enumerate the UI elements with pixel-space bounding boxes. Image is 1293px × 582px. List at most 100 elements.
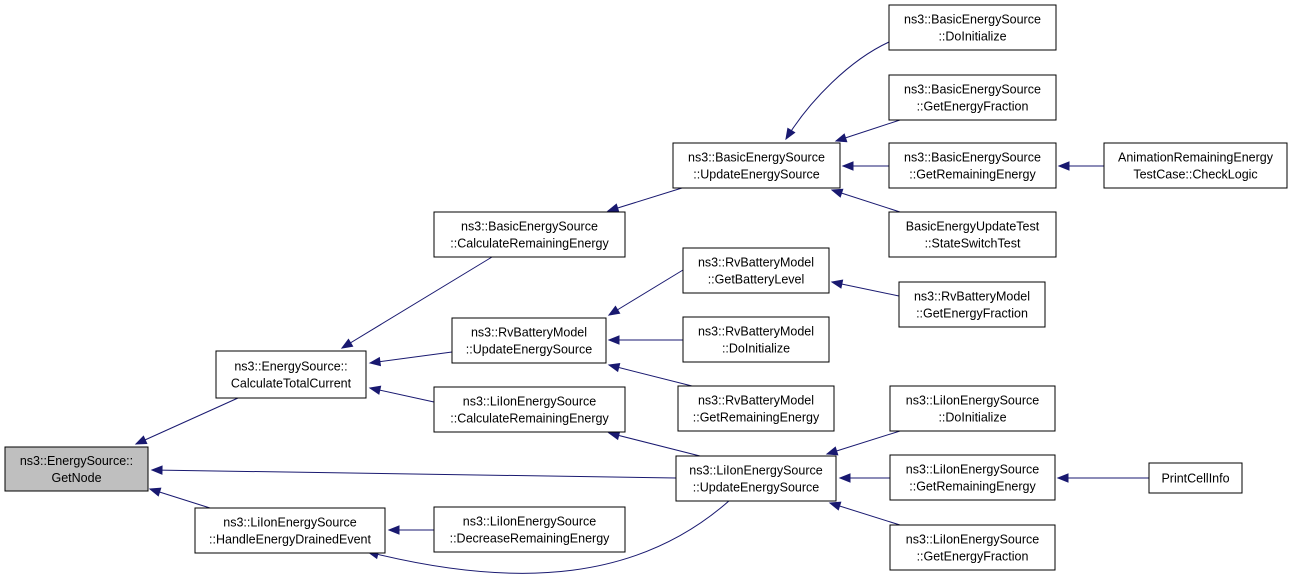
- node-liion_update[interactable]: ns3::LiIonEnergySource::UpdateEnergySour…: [675, 455, 837, 502]
- root-node-box[interactable]: [4, 446, 149, 492]
- node-basic_getrem[interactable]: ns3::BasicEnergySource::GetRemainingEner…: [888, 142, 1057, 189]
- edge-basic_getrem-to-basic_update: [841, 161, 889, 171]
- node-label-line: ::UpdateEnergySource: [693, 168, 820, 182]
- node-box[interactable]: [889, 454, 1056, 501]
- node-label-line: ::GetRemainingEnergy: [909, 480, 1036, 494]
- edge-rv_getbattery-to-rv_update: [607, 269, 684, 316]
- node-box[interactable]: [682, 247, 830, 294]
- node-box[interactable]: [682, 316, 830, 363]
- node-box[interactable]: [451, 317, 607, 364]
- node-box[interactable]: [677, 385, 835, 432]
- node-box[interactable]: [888, 4, 1057, 51]
- node-box[interactable]: [194, 507, 386, 554]
- node-getnode[interactable]: ns3::EnergySource::GetNode: [4, 446, 149, 492]
- node-rv_update[interactable]: ns3::RvBatteryModel::UpdateEnergySource: [451, 317, 607, 364]
- node-label-line: ns3::RvBatteryModel: [471, 326, 587, 340]
- edge-basic_update-to-basic_calcrem: [606, 187, 683, 213]
- node-label-line: ::DoInitialize: [938, 30, 1006, 44]
- node-box[interactable]: [1148, 462, 1243, 494]
- node-box[interactable]: [888, 211, 1057, 258]
- node-label-line: ::GetRemainingEnergy: [909, 168, 1036, 182]
- edge-basic_calcrem-to-calctotal: [340, 256, 493, 349]
- edge-liion_getfrac-to-liion_update: [828, 501, 901, 526]
- node-box[interactable]: [672, 142, 841, 189]
- node-box[interactable]: [889, 524, 1056, 571]
- edge-basic_doinit-to-basic_update: [785, 41, 890, 141]
- arrowhead-icon: [607, 430, 621, 441]
- edge-basic_getfrac-to-basic_update: [834, 119, 901, 143]
- edge-rv_getrem-to-rv_update: [607, 362, 693, 387]
- node-rv_getbattery[interactable]: ns3::RvBatteryModel::GetBatteryLevel: [682, 247, 830, 294]
- node-label-line: ns3::BasicEnergySource: [904, 13, 1041, 27]
- nodes-layer: ns3::EnergySource::GetNodens3::EnergySou…: [4, 4, 1288, 571]
- node-anim_test[interactable]: AnimationRemainingEnergyTestCase::CheckL…: [1103, 142, 1288, 189]
- node-liion_calcrem[interactable]: ns3::LiIonEnergySource::CalculateRemaini…: [433, 386, 626, 433]
- node-printcell[interactable]: PrintCellInfo: [1148, 462, 1243, 494]
- node-label-line: ns3::LiIonEnergySource: [689, 464, 822, 478]
- node-calctotal[interactable]: ns3::EnergySource::CalculateTotalCurrent: [215, 350, 367, 399]
- edge-line: [369, 351, 453, 364]
- node-liion_getrem[interactable]: ns3::LiIonEnergySource::GetRemainingEner…: [889, 454, 1056, 501]
- arrowhead-icon: [606, 203, 620, 213]
- edge-liion_calcrem-to-calctotal: [368, 385, 435, 403]
- node-label-line: ::CalculateRemainingEnergy: [450, 412, 609, 426]
- node-label-line: ::GetEnergyFraction: [916, 307, 1028, 321]
- node-rv_getfrac[interactable]: ns3::RvBatteryModel::GetEnergyFraction: [898, 281, 1046, 328]
- node-liion_doinit[interactable]: ns3::LiIonEnergySource::DoInitialize: [889, 385, 1056, 432]
- node-box[interactable]: [433, 211, 626, 258]
- node-label-line: ::UpdateEnergySource: [693, 481, 820, 495]
- edge-line: [608, 432, 701, 457]
- node-box[interactable]: [898, 281, 1046, 328]
- arrowhead-icon: [134, 435, 148, 445]
- edge-line: [826, 430, 901, 455]
- node-box[interactable]: [215, 350, 367, 399]
- edge-line: [135, 397, 239, 445]
- node-basic_doinit[interactable]: ns3::BasicEnergySource::DoInitialize: [888, 4, 1057, 51]
- node-rv_getrem[interactable]: ns3::RvBatteryModel::GetRemainingEnergy: [677, 385, 835, 432]
- node-box[interactable]: [888, 142, 1057, 189]
- node-label-line: ::HandleEnergyDrainedEvent: [209, 533, 371, 547]
- node-label-line: ::GetEnergyFraction: [917, 550, 1029, 564]
- edge-liion_doinit-to-liion_update: [825, 430, 901, 456]
- node-label-line: ns3::LiIonEnergySource: [463, 515, 596, 529]
- node-basic_calcrem[interactable]: ns3::BasicEnergySource::CalculateRemaini…: [433, 211, 626, 258]
- node-box[interactable]: [675, 455, 837, 502]
- edge-rv_getfrac-to-rv_getbattery: [830, 279, 900, 297]
- arrowhead-icon: [834, 133, 848, 143]
- arrowhead-icon: [150, 465, 163, 475]
- arrowhead-icon: [387, 525, 400, 535]
- node-label-line: ns3::BasicEnergySource: [904, 83, 1041, 97]
- node-box[interactable]: [433, 386, 626, 433]
- node-basic_test[interactable]: BasicEnergyUpdateTest::StateSwitchTest: [888, 211, 1057, 258]
- edge-line: [608, 364, 693, 387]
- node-box[interactable]: [1103, 142, 1288, 189]
- arrowhead-icon: [830, 279, 844, 289]
- edge-line: [608, 269, 684, 316]
- node-liion_getfrac[interactable]: ns3::LiIonEnergySource::GetEnergyFractio…: [889, 524, 1056, 571]
- arrowhead-icon: [1057, 161, 1070, 171]
- arrowhead-icon: [607, 305, 621, 316]
- edge-basic_test-to-basic_update: [830, 188, 901, 213]
- node-label-line: TestCase::CheckLogic: [1133, 168, 1257, 182]
- node-basic_getfrac[interactable]: ns3::BasicEnergySource::GetEnergyFractio…: [888, 74, 1057, 121]
- arrowhead-icon: [340, 338, 354, 349]
- node-label-line: ::GetRemainingEnergy: [693, 411, 820, 425]
- arrowhead-icon: [841, 161, 854, 171]
- node-basic_update[interactable]: ns3::BasicEnergySource::UpdateEnergySour…: [672, 142, 841, 189]
- edge-line: [835, 119, 901, 142]
- edge-line: [341, 256, 493, 349]
- edge-liion_update-to-getnode: [150, 465, 677, 479]
- node-box[interactable]: [889, 385, 1056, 432]
- edge-line: [607, 187, 683, 212]
- node-label-line: GetNode: [51, 471, 101, 485]
- edge-calctotal-to-getnode: [134, 397, 239, 445]
- node-label-line: AnimationRemainingEnergy: [1118, 151, 1274, 165]
- node-label-line: ns3::RvBatteryModel: [914, 290, 1030, 304]
- node-box[interactable]: [433, 506, 626, 553]
- node-liion_decrease[interactable]: ns3::LiIonEnergySource::DecreaseRemainin…: [433, 506, 626, 553]
- node-rv_doinit[interactable]: ns3::RvBatteryModel::DoInitialize: [682, 316, 830, 363]
- node-box[interactable]: [888, 74, 1057, 121]
- node-handledrained[interactable]: ns3::LiIonEnergySource::HandleEnergyDrai…: [194, 507, 386, 554]
- node-label-line: ns3::EnergySource::: [234, 360, 347, 374]
- edge-rv_update-to-calctotal: [368, 351, 453, 367]
